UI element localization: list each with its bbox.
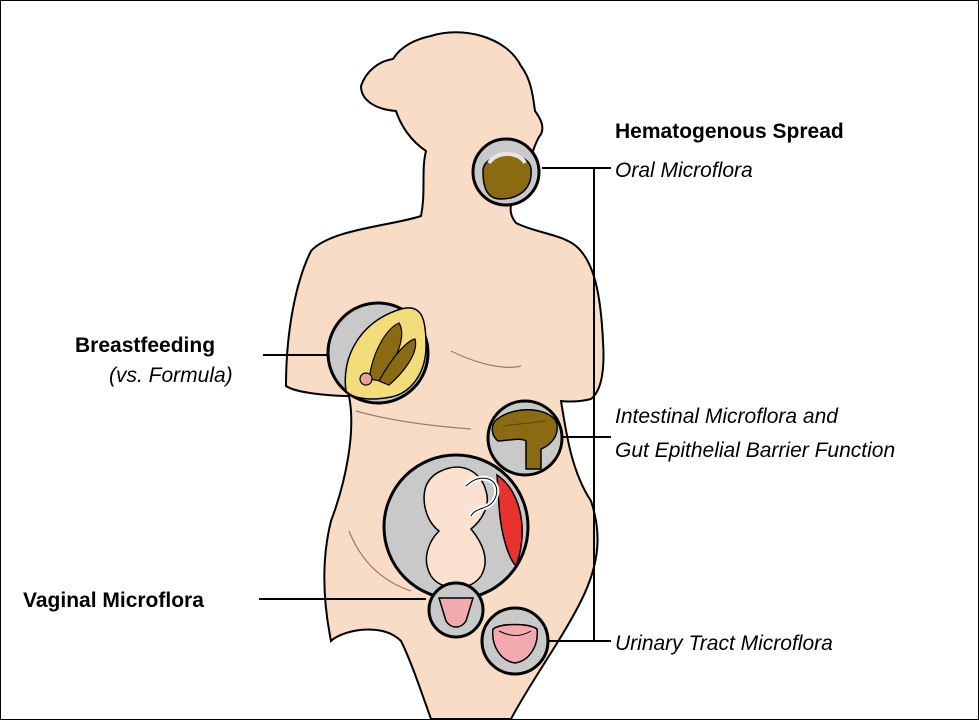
- womb-inset: [384, 455, 528, 599]
- breast-inset: [328, 303, 428, 403]
- urinary-inset: [482, 608, 548, 674]
- vaginal-microflora-label: Vaginal Microflora: [23, 588, 204, 614]
- gut-barrier-label: Gut Epithelial Barrier Function: [615, 438, 895, 464]
- breastfeeding-label: Breastfeeding: [75, 333, 215, 359]
- vaginal-inset: [429, 583, 483, 637]
- oral-microflora-label: Oral Microflora: [615, 158, 753, 184]
- oral-inset: [473, 139, 539, 205]
- urinary-tract-label: Urinary Tract Microflora: [615, 631, 833, 657]
- vs-formula-label: (vs. Formula): [109, 363, 233, 389]
- intestinal-inset: [488, 401, 562, 475]
- hematogenous-spread-label: Hematogenous Spread: [615, 119, 844, 145]
- intestinal-microflora-label: Intestinal Microflora and: [615, 404, 838, 430]
